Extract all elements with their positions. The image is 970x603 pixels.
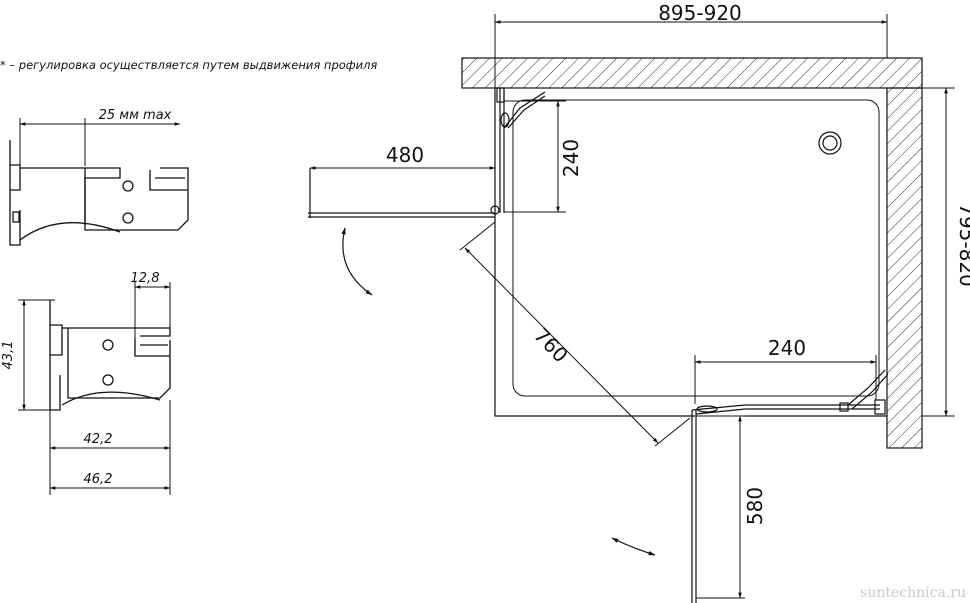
profile-section-1 [9, 140, 189, 246]
dim-right-depth: 795-820 [955, 203, 970, 287]
dimension-lines [309, 14, 955, 599]
shower-tray [494, 88, 887, 417]
drain-icon [818, 131, 842, 155]
profile-2-dimensions [18, 282, 171, 495]
dim-42-2: 42,2 [84, 432, 113, 447]
dim-bottom-240: 240 [768, 336, 806, 360]
swing-arrow-bottom [611, 537, 656, 556]
swing-arrow-top [341, 227, 373, 296]
dim-43-1: 43,1 [1, 341, 16, 370]
dim-top-width: 895-920 [658, 1, 742, 25]
dim-door-bottom: 580 [743, 487, 767, 525]
wall-right [886, 87, 923, 449]
top-door-panel [308, 168, 495, 218]
dim-adjust: 25 мм max [99, 108, 172, 123]
dim-diagonal: 760 [529, 323, 573, 367]
dim-12-8: 12,8 [131, 271, 160, 286]
dim-door-top: 480 [386, 143, 424, 167]
dim-46-2: 46,2 [84, 472, 113, 487]
profile-1-dimension [19, 118, 181, 166]
wall-top [461, 57, 923, 89]
bottom-door-hardware [745, 369, 889, 415]
adjustment-note: * – регулировка осуществляется путем выд… [0, 58, 378, 72]
bottom-door-panel [691, 404, 746, 603]
profile-section-2 [49, 300, 171, 411]
top-door-hardware [490, 87, 546, 215]
watermark: suntechnica.ru [860, 585, 966, 601]
dim-side-240-top: 240 [559, 139, 583, 177]
